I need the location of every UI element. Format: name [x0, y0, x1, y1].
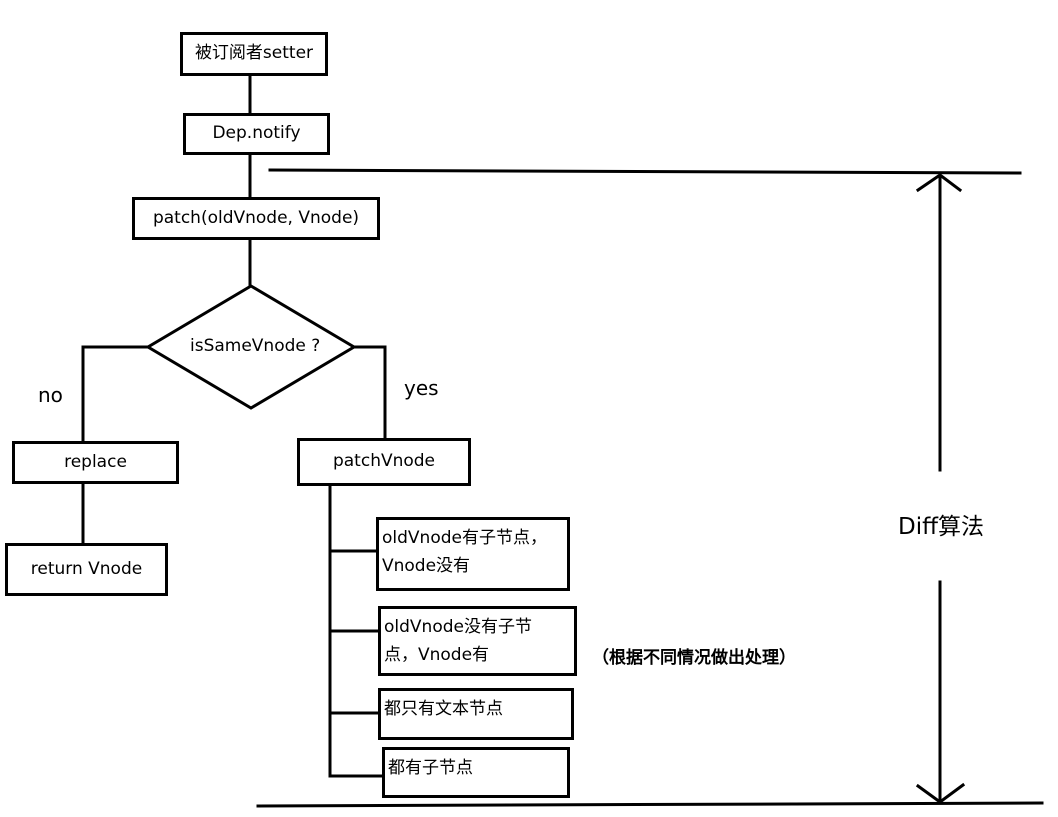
node-patch-label: patch(oldVnode, Vnode) [152, 207, 360, 228]
node-dep-notify: Dep.notify [183, 113, 330, 155]
connector-no-branch [81, 345, 150, 443]
node-replace: replace [12, 441, 179, 484]
diff-arrow-head-up [915, 173, 963, 193]
case-new-has-children-line1: oldVnode没有子节 [384, 617, 532, 637]
case-text-only: 都只有文本节点 [378, 688, 574, 740]
case-new-has-children: oldVnode没有子节 点，Vnode有 [378, 606, 577, 676]
node-return-vnode-label: return Vnode [30, 558, 143, 579]
diff-range-top-line [268, 168, 1022, 175]
node-patch-vnode: patchVnode [297, 438, 471, 486]
diff-range-bottom-line [256, 801, 1044, 808]
node-subscriber-setter-label: 被订阅者setter [194, 43, 314, 64]
decision-diamond [145, 284, 357, 410]
node-replace-label: replace [64, 451, 127, 472]
node-return-vnode: return Vnode [5, 543, 168, 596]
node-subscriber-setter: 被订阅者setter [180, 32, 328, 76]
annotation-diff-algorithm: Diff算法 [898, 514, 984, 540]
case-old-has-children-line1: oldVnode有子节点， [382, 528, 547, 548]
edge-label-no: no [38, 383, 63, 407]
case-old-has-children-line2: Vnode没有 [382, 556, 471, 576]
case-both-children-label: 都有子节点 [388, 758, 473, 778]
node-patch-vnode-label: patchVnode [332, 451, 436, 472]
annotation-handle-by-case: （根据不同情况做出处理） [592, 648, 796, 668]
decision-is-same-vnode-label: isSameVnode ? [190, 336, 321, 356]
case-text-only-label: 都只有文本节点 [384, 699, 503, 719]
case-new-has-children-line2: 点，Vnode有 [384, 645, 490, 665]
node-patch: patch(oldVnode, Vnode) [132, 197, 380, 240]
case-old-has-children: oldVnode有子节点， Vnode没有 [376, 517, 570, 591]
diff-arrow-head-down [915, 782, 966, 804]
case-both-children: 都有子节点 [382, 747, 570, 798]
connector-yes-branch [352, 345, 387, 440]
node-dep-notify-label: Dep.notify [212, 123, 301, 144]
edge-label-yes: yes [404, 376, 439, 400]
